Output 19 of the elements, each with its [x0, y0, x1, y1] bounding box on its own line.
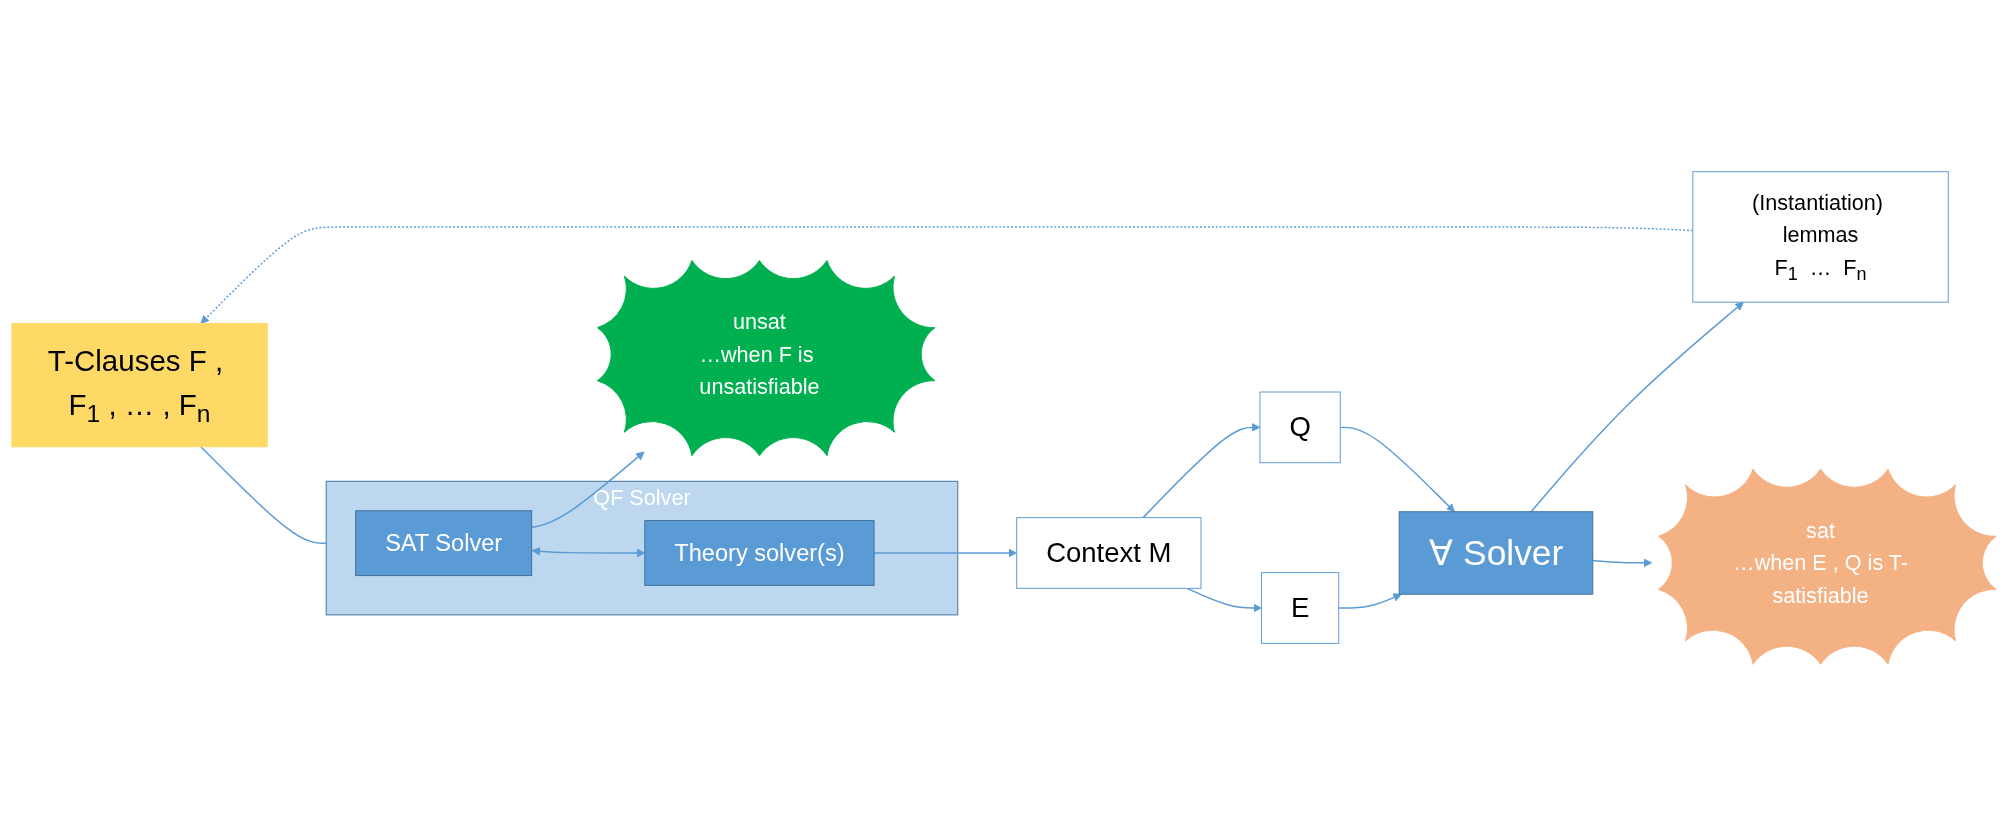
- arrow: [1185, 587, 1262, 612]
- node-box: E: [1260, 571, 1339, 644]
- arrow: [1141, 422, 1260, 518]
- node-box: Q: [1258, 391, 1341, 463]
- node-box: Theory solver(s): [643, 519, 875, 586]
- node-box: Context M: [1015, 516, 1201, 589]
- arrow: [1339, 426, 1455, 512]
- node-box: SAT Solver: [354, 509, 532, 576]
- arrow: [872, 548, 1017, 557]
- node-box: ∀ Solver: [1398, 510, 1593, 595]
- arrow: [1591, 558, 1652, 567]
- arrow: [530, 450, 644, 528]
- arrow: [1529, 301, 1744, 512]
- arrow: [199, 225, 1694, 324]
- node-box: (Instantiation) lemmas F$_{1}$ … F$_{n}$: [1691, 170, 1949, 303]
- arrow: [1337, 592, 1402, 609]
- node-box: T-Clauses F , F$_{1}$ , … , F$_{n}$: [10, 322, 268, 447]
- arrow: [531, 546, 645, 557]
- connector: [199, 445, 327, 544]
